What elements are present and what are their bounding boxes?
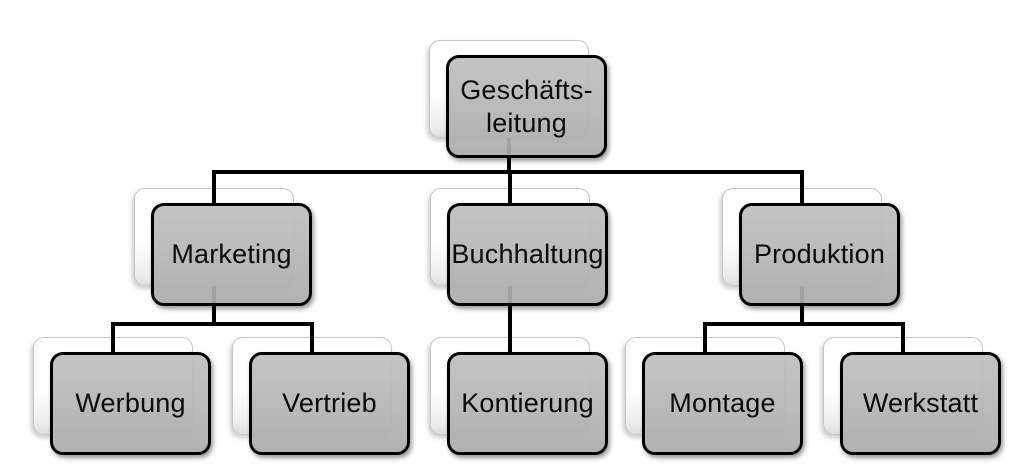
node-label: Buchhaltung: [451, 239, 604, 270]
node-card: Montage: [642, 352, 803, 455]
node-label: Werbung: [75, 388, 186, 419]
node-card: Buchhaltung: [447, 203, 608, 306]
connector-drop-marketing: [212, 170, 216, 206]
connector-drop-vertrieb: [310, 322, 314, 355]
node-label: Geschäfts- leitung: [460, 75, 593, 138]
connector-marketing-bus: [111, 322, 314, 326]
node-card: Werbung: [50, 352, 211, 455]
connector-produktion-bus: [703, 322, 905, 326]
node-card: Geschäfts- leitung: [446, 55, 607, 158]
node-label: Montage: [669, 388, 776, 419]
connector-drop-werbung: [111, 322, 115, 355]
node-label: Werkstatt: [862, 388, 979, 419]
connector-drop-produktion: [800, 170, 804, 206]
connector-buchhaltung-down: [508, 286, 512, 355]
node-label: Kontierung: [461, 388, 594, 419]
node-label: Marketing: [171, 239, 292, 270]
node-card: Werkstatt: [840, 352, 1001, 455]
connector-produktion-down: [800, 286, 804, 326]
node-label: Vertrieb: [282, 388, 377, 419]
connector-drop-buchhaltung: [508, 170, 512, 206]
node-card: Produktion: [739, 203, 900, 306]
node-card: Marketing: [151, 203, 312, 306]
node-label: Produktion: [753, 239, 886, 270]
connector-drop-montage: [703, 322, 707, 355]
node-card: Kontierung: [447, 352, 608, 455]
node-card: Vertrieb: [249, 352, 410, 455]
connector-marketing-down: [212, 286, 216, 326]
connector-drop-werkstatt: [901, 322, 905, 355]
